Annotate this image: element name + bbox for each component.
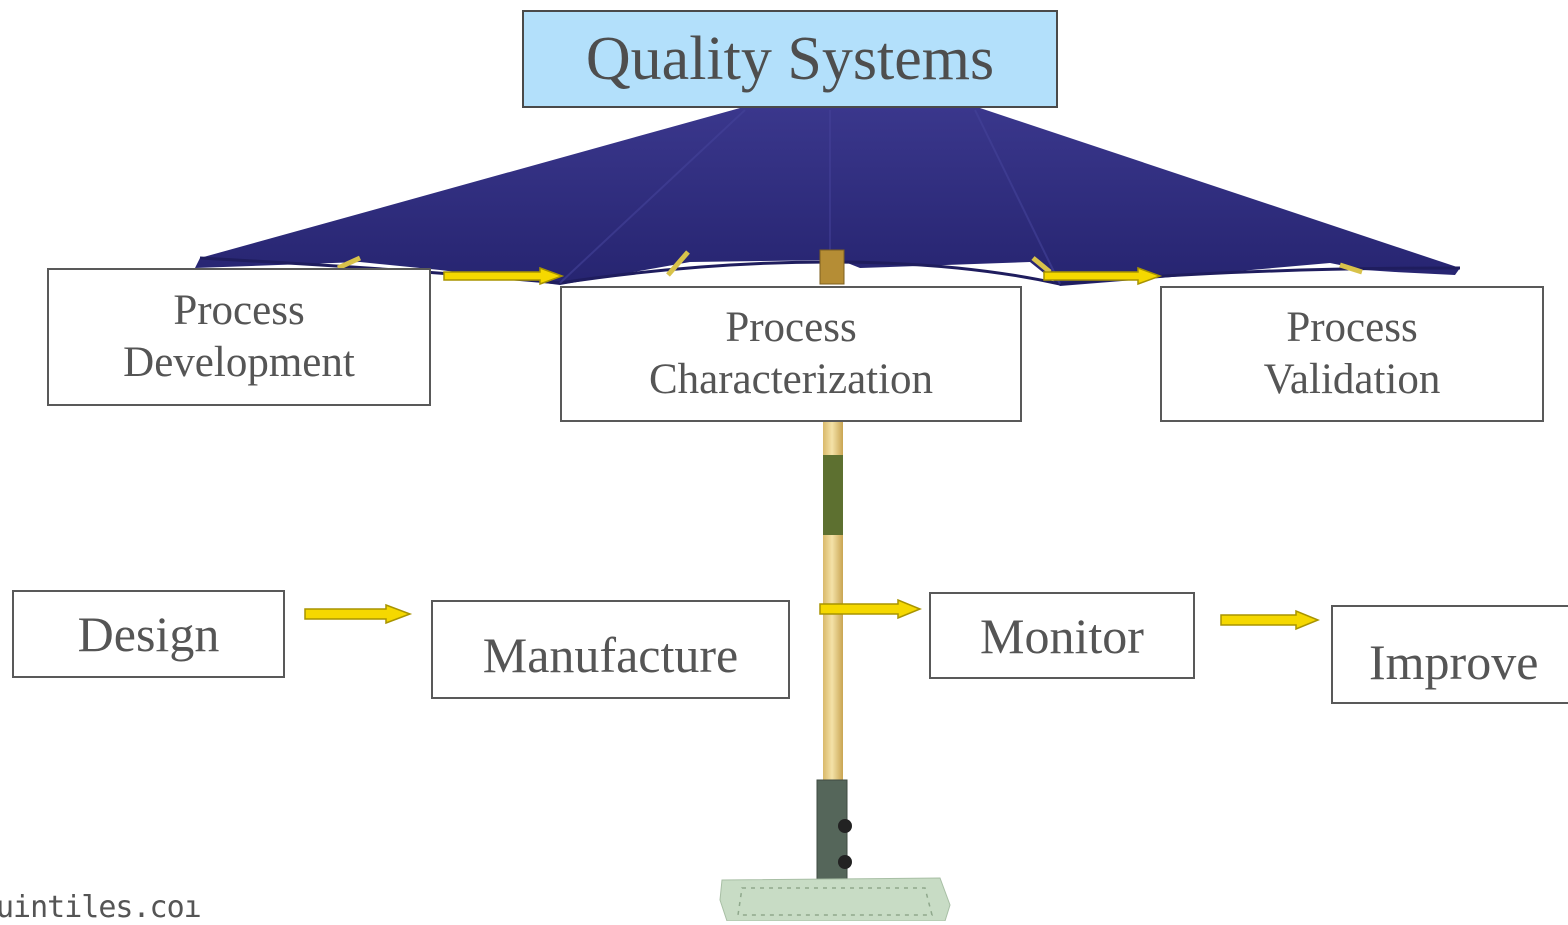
quality-systems-title: Quality Systems: [522, 10, 1058, 108]
stage-line-2: Characterization: [648, 356, 934, 403]
title-text: Quality Systems: [585, 24, 995, 93]
stage-line-1: Process: [1286, 304, 1418, 352]
source-watermark: uintiles.coı: [0, 890, 202, 925]
stage-monitor: Monitor: [929, 592, 1195, 679]
stage-label: Monitor: [980, 607, 1144, 664]
arrow-development-to-characterization: [443, 266, 565, 286]
arrow-monitor-to-improve: [1220, 609, 1320, 631]
umbrella-canopy: [195, 108, 1461, 286]
umbrella-pole: [816, 420, 852, 893]
stage-line-2: Validation: [1263, 356, 1441, 403]
stage-design: Design: [12, 590, 285, 678]
umbrella-base: [719, 877, 951, 921]
stage-label: Design: [77, 606, 220, 662]
stage-line-1: Process: [173, 287, 305, 335]
arrow-characterization-to-validation: [1043, 266, 1163, 286]
stage-process-development: Process Development: [47, 268, 431, 406]
stage-process-characterization: Process Characterization: [560, 286, 1022, 422]
stage-improve: Improve: [1331, 605, 1568, 704]
arrow-manufacture-to-monitor: [819, 598, 922, 620]
stage-label: Manufacture: [482, 626, 739, 683]
stage-label: Improve: [1369, 633, 1539, 690]
stage-manufacture: Manufacture: [431, 600, 790, 699]
stage-line-2: Development: [123, 339, 355, 386]
stage-line-1: Process: [725, 304, 857, 352]
stage-process-validation: Process Validation: [1160, 286, 1544, 422]
arrow-design-to-manufacture: [304, 603, 413, 625]
